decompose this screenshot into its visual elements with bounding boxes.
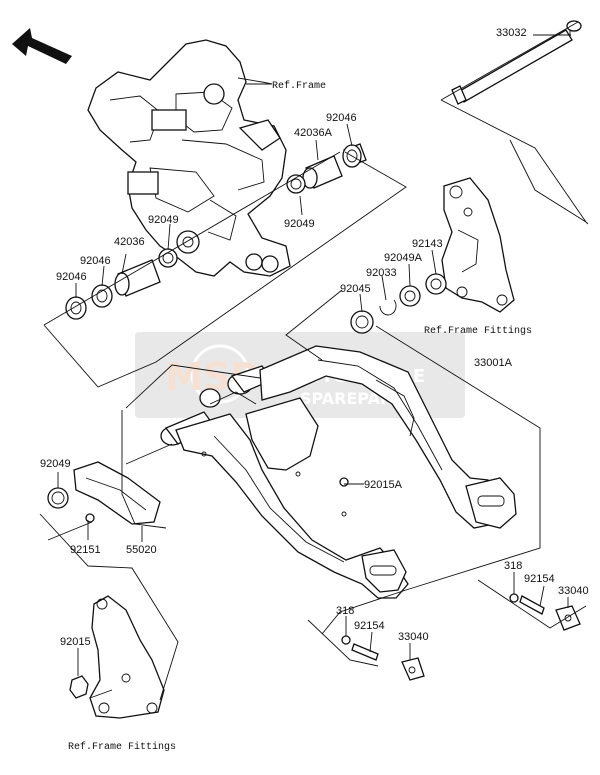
frame-section-drawing [87, 39, 291, 277]
ref-frame-label: Ref.Frame [272, 80, 326, 92]
part-92046-top: 92046 [326, 112, 357, 124]
part-92015A: 92015A [364, 479, 403, 491]
chain-guard-drawing [47, 461, 161, 525]
part-92049A: 92049A [384, 252, 423, 264]
part-92049-mid: 92049 [284, 218, 315, 230]
part-33040-low: 33040 [398, 631, 429, 643]
part-42036: 42036 [114, 236, 145, 248]
part-318-low: 318 [336, 605, 354, 617]
pivot-shaft-drawing [440, 20, 582, 105]
part-33040-right: 33040 [558, 585, 589, 597]
part-92015: 92015 [60, 636, 91, 648]
bearings-sleeves-top [286, 143, 367, 194]
part-318-right: 318 [504, 560, 522, 572]
part-33032: 33032 [496, 27, 527, 39]
part-92046-a: 92046 [80, 255, 111, 267]
ref-frame-fittings-right: Ref.Frame Fittings [424, 325, 532, 337]
part-92154-low: 92154 [354, 620, 385, 632]
part-42036A: 42036A [294, 127, 333, 139]
part-92154-right: 92154 [524, 573, 555, 585]
part-92046-b: 92046 [56, 271, 87, 283]
part-55020: 55020 [126, 544, 157, 556]
part-33001A: 33001A [474, 357, 513, 369]
part-92049-left: 92049 [148, 214, 179, 226]
part-92143: 92143 [412, 238, 443, 250]
frame-fitting-bracket-bottom [69, 595, 165, 719]
part-92049-low: 92049 [40, 458, 71, 470]
bearings-right [350, 273, 447, 334]
leader-lines [39, 30, 589, 701]
part-92045: 92045 [340, 283, 371, 295]
swingarm-drawing [160, 345, 517, 599]
front-direction-arrow-icon [12, 28, 72, 64]
frame-fitting-bracket-right [441, 177, 515, 313]
part-92033: 92033 [366, 267, 397, 279]
part-92151: 92151 [70, 544, 101, 556]
bearings-sleeves-left [65, 248, 178, 320]
ref-frame-fittings-bottom: Ref.Frame Fittings [68, 741, 176, 753]
